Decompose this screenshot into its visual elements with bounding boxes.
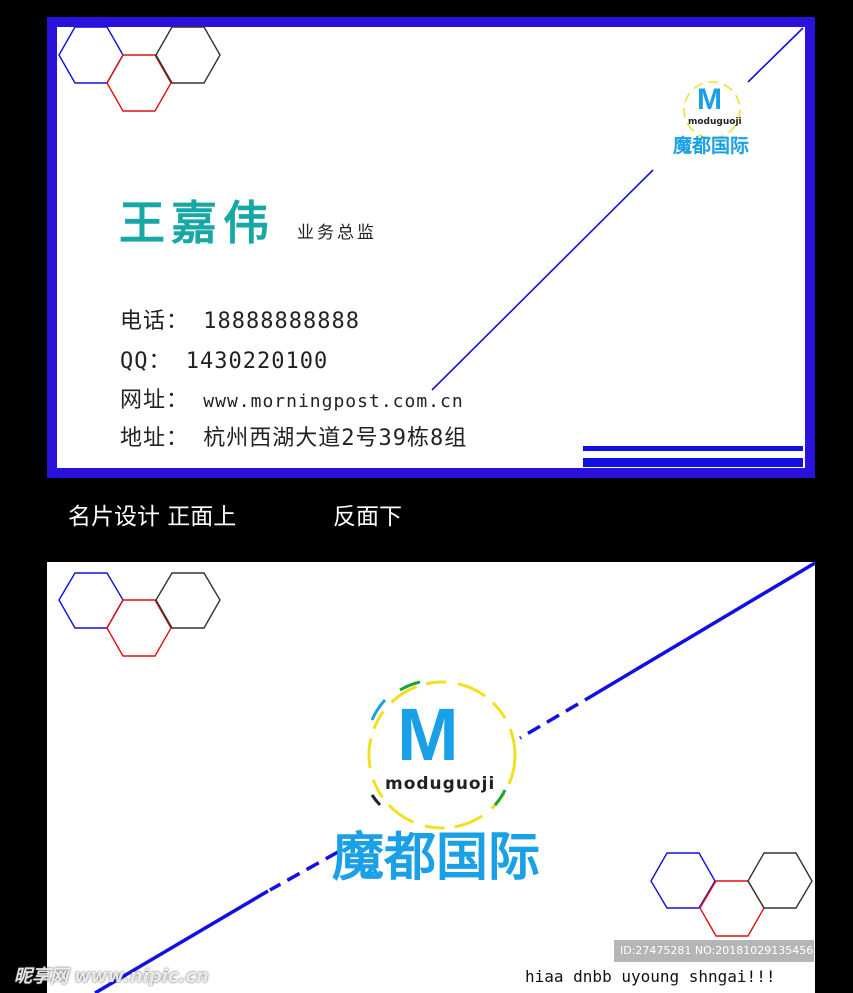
business-card-back [47, 562, 815, 993]
back-slogan: hiaa dnbb uyoung shngai!!! [525, 967, 776, 986]
front-diagonal-line [431, 27, 804, 391]
front-logo-mark: M [697, 83, 722, 116]
address-value: 杭州西湖大道2号39栋8组 [203, 426, 468, 451]
contact-website: 网址： www.morningpost.com.cn [120, 382, 464, 414]
qq-value: 1430220100 [185, 349, 329, 374]
front-stripe-top [583, 446, 803, 451]
back-logo-ring [367, 680, 517, 830]
business-card-front [47, 17, 815, 478]
hexagon-blue [58, 572, 124, 629]
front-stripe-bottom [583, 458, 803, 467]
watermark-site: 昵享网 www.nipic.cn [14, 966, 209, 987]
caption-back: 反面下 [333, 504, 402, 530]
contact-address: 地址： 杭州西湖大道2号39栋8组 [120, 420, 467, 452]
back-logo-mark: M [397, 693, 459, 776]
hexagon-dark [155, 26, 221, 84]
front-logo-ring [683, 81, 741, 139]
qq-label: QQ： [120, 349, 172, 374]
website-value: www.morningpost.com.cn [203, 391, 464, 412]
phone-label: 电话： [120, 309, 190, 334]
back-diagonal-line [94, 561, 816, 993]
hexagon-dark [747, 852, 813, 909]
hexagon-red [106, 599, 172, 657]
hexagon-dark [155, 572, 221, 629]
phone-value: 18888888888 [203, 309, 360, 334]
job-title: 业务总监 [297, 223, 377, 243]
front-logo-name: 魔都国际 [673, 135, 750, 157]
front-hexagons [58, 26, 221, 112]
hexagon-blue [650, 852, 716, 909]
website-label: 网址： [120, 388, 190, 413]
front-logo-sub: moduguoji [688, 117, 742, 127]
caption-front: 名片设计 正面上 [68, 504, 237, 530]
contact-phone: 电话： 18888888888 [120, 303, 360, 335]
address-label: 地址： [120, 426, 190, 451]
watermark-id: ID:27475281 NO:20181029135456192000 [614, 940, 814, 962]
back-logo-name: 魔都国际 [332, 828, 541, 888]
back-hexagons-top [58, 572, 221, 657]
hexagon-red [106, 54, 172, 112]
back-logo-sub: moduguoji [385, 774, 496, 794]
person-name: 王嘉伟 [119, 196, 275, 250]
back-hexagons-bottom [650, 852, 813, 937]
contact-qq: QQ： 1430220100 [120, 343, 328, 375]
